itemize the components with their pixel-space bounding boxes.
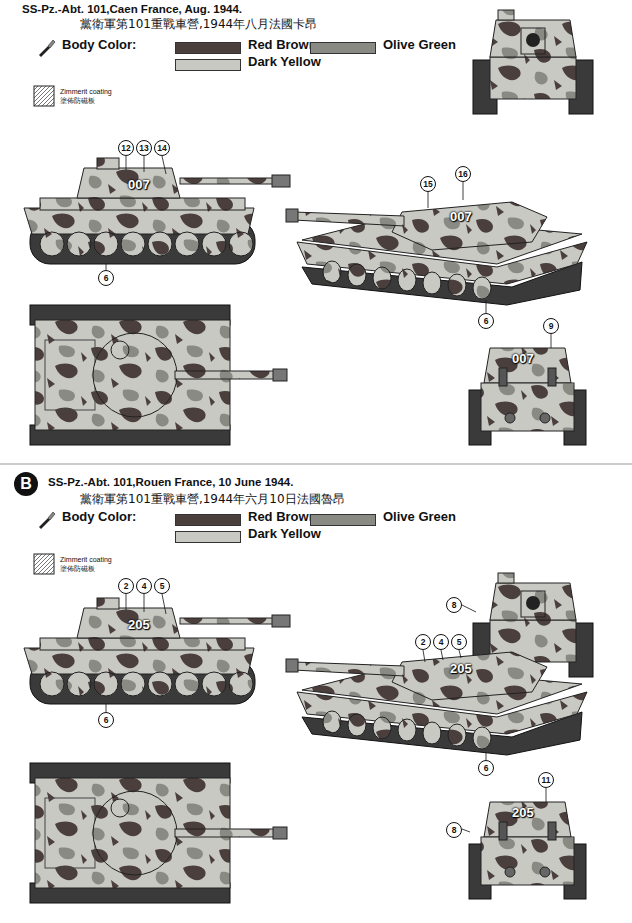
callout-number: 6	[98, 270, 114, 286]
tank-marking: 007	[512, 352, 534, 367]
coating-note: Zimmerit coating	[60, 556, 112, 564]
legend-label: Dark Yellow	[248, 55, 321, 70]
callout-number: 6	[98, 712, 114, 728]
callout-number: 2	[118, 578, 134, 594]
legend-label: Dark Yellow	[248, 527, 321, 542]
coating-note: 塗佈防磁板	[60, 97, 95, 105]
legend-label: Olive Green	[383, 38, 456, 53]
tank-marking: 007	[450, 210, 472, 225]
callout-number: 5	[154, 578, 170, 594]
callout-number: 8	[446, 822, 462, 838]
section-title-chinese: 黨衛軍第101重戰車營,1944年六月10日法國魯昂	[80, 493, 345, 507]
callout-number: 15	[420, 176, 436, 192]
callout-number: 11	[538, 772, 554, 788]
legend-label: Olive Green	[383, 510, 456, 525]
section-letter: B	[14, 472, 38, 496]
legend-label: Red Brown	[248, 38, 317, 53]
callout-number: 6	[478, 760, 494, 776]
tank-marking: 007	[128, 178, 150, 193]
color-heading: Body Color:	[62, 510, 136, 525]
coating-note: 塗佈防磁板	[60, 565, 95, 573]
section-title-chinese: 黨衛軍第101重戰車營,1944年八月法國卡昂	[80, 18, 317, 32]
legend-swatch	[175, 514, 241, 526]
callout-number: 12	[118, 140, 134, 156]
section-title: SS-Pz.-Abt. 101,Caen France, Aug. 1944.	[22, 3, 242, 16]
section-title: SS-Pz.-Abt. 101,Rouen France, 10 June 19…	[48, 476, 293, 489]
tank-marking: 205	[450, 662, 472, 677]
callout-number: 14	[154, 140, 170, 156]
callout-number: 13	[136, 140, 152, 156]
tank-marking: 205	[512, 806, 534, 821]
color-heading: Body Color:	[62, 38, 136, 53]
callout-number: 2	[415, 634, 431, 650]
legend-swatch	[310, 514, 376, 526]
legend-swatch	[175, 531, 241, 543]
legend-label: Red Brown	[248, 510, 317, 525]
callout-number: 16	[455, 166, 471, 182]
callout-number: 8	[446, 597, 462, 613]
callout-number: 6	[478, 313, 494, 329]
legend-swatch	[175, 59, 241, 71]
legend-swatch	[175, 42, 241, 54]
callout-number: 9	[543, 318, 559, 334]
callout-number: 4	[136, 578, 152, 594]
legend-swatch	[310, 42, 376, 54]
tank-marking: 205	[128, 618, 150, 633]
coating-note: Zimmerit coating	[60, 88, 112, 96]
callout-number: 4	[433, 634, 449, 650]
callout-number: 5	[451, 634, 467, 650]
